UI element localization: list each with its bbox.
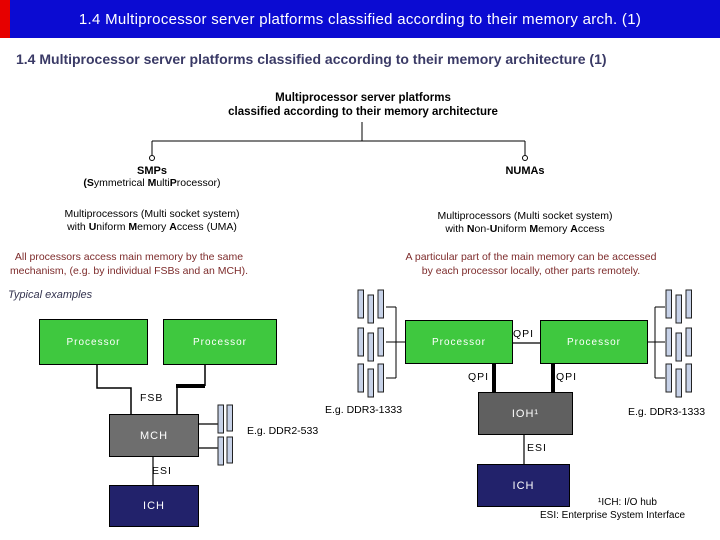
numa-processor-box-1: Processor (405, 320, 513, 364)
smp-memory-modules (217, 404, 233, 466)
processor-label: Processor (66, 336, 121, 348)
numa-note: A particular part of the main memory can… (345, 250, 717, 278)
smp-esi-label: ESI (152, 465, 172, 477)
smp-note: All processors access main memory by the… (0, 250, 258, 278)
tree-root-label: Multiprocessor server platforms classifi… (212, 91, 514, 119)
smp-desc-line1: Multiprocessors (Multi socket system) (64, 208, 240, 220)
smp-branch-title: SMPs (Symmetrical MultiProcessor) (52, 165, 252, 189)
smp-name: SMPs (137, 165, 167, 177)
qpi-left-label: QPI (468, 371, 490, 383)
qpi-right-label: QPI (556, 371, 578, 383)
numa-branch-title: NUMAs (475, 165, 575, 177)
numa-memory-type-label-left: E.g. DDR3-1333 (325, 404, 403, 416)
numa-note-line2: by each processor locally, other parts r… (421, 265, 641, 277)
footnote-ich: ¹ICH: I/O hub (598, 497, 657, 508)
ioh-box: IOH¹ (478, 392, 573, 435)
ich-label: ICH (143, 500, 165, 512)
numa-description: Multiprocessors (Multi socket system) wi… (400, 210, 650, 236)
numa-esi-label: ESI (527, 442, 547, 454)
smp-ich-box: ICH (109, 485, 199, 527)
window-title: 1.4 Multiprocessor server platforms clas… (78, 10, 642, 28)
numa-memory-type-label-right: E.g. DDR3-1333 (628, 406, 706, 418)
smp-processor-box-1: Processor (39, 319, 148, 365)
mch-label: MCH (139, 429, 169, 442)
tree-node-circle-smp (149, 155, 155, 161)
ich-label: ICH (512, 479, 535, 492)
numa-processor-box-2: Processor (540, 320, 648, 364)
numa-ich-box: ICH (477, 464, 570, 507)
smp-description: Multiprocessors (Multi socket system) wi… (27, 208, 277, 234)
processor-label: Processor (431, 336, 486, 348)
numa-qpi-thick-links (492, 362, 555, 392)
smp-note-line2: mechanism, (e.g. by individual FSBs and … (9, 265, 249, 277)
tree-connectors (151, 122, 526, 155)
red-accent-strip (0, 0, 10, 38)
smp-note-line1: All processors access main memory by the… (14, 251, 244, 263)
tree-root-line2: classified according to their memory arc… (228, 106, 498, 118)
numa-left-memory-wires (386, 306, 405, 379)
smp-processor-box-2: Processor (163, 319, 277, 365)
typical-examples-label: Typical examples (8, 289, 93, 301)
numa-name: NUMAs (505, 165, 545, 177)
smp-fsb-wires (96, 363, 206, 414)
footnote-esi: ESI: Enterprise System Interface (540, 510, 686, 521)
smp-expansion: (Symmetrical MultiProcessor) (83, 177, 221, 189)
processor-label: Processor (192, 336, 247, 348)
slide-heading: 1.4 Multiprocessor server platforms clas… (16, 51, 607, 67)
numa-desc-line2: with Non-Uniform Memory Access (445, 223, 605, 235)
ioh-label: IOH¹ (511, 407, 540, 420)
tree-root-line1: Multiprocessor server platforms (275, 92, 451, 104)
fsb-label: FSB (140, 392, 164, 404)
mch-box: MCH (109, 414, 199, 457)
processor-label: Processor (566, 336, 621, 348)
qpi-mid-label: QPI (513, 328, 535, 340)
smp-desc-line2: with Uniform Memory Access (UMA) (67, 221, 237, 233)
numa-left-memory-modules (357, 289, 384, 398)
numa-right-memory-modules (665, 289, 692, 398)
numa-desc-line1: Multiprocessors (Multi socket system) (437, 210, 613, 222)
smp-memory-type-label: E.g. DDR2-533 (247, 425, 319, 437)
title-bar: 1.4 Multiprocessor server platforms clas… (0, 0, 720, 38)
numa-right-memory-wires (646, 306, 665, 379)
tree-node-circle-numa (522, 155, 528, 161)
numa-note-line1: A particular part of the main memory can… (405, 251, 657, 263)
smp-fsb-bus-bar (176, 384, 205, 388)
